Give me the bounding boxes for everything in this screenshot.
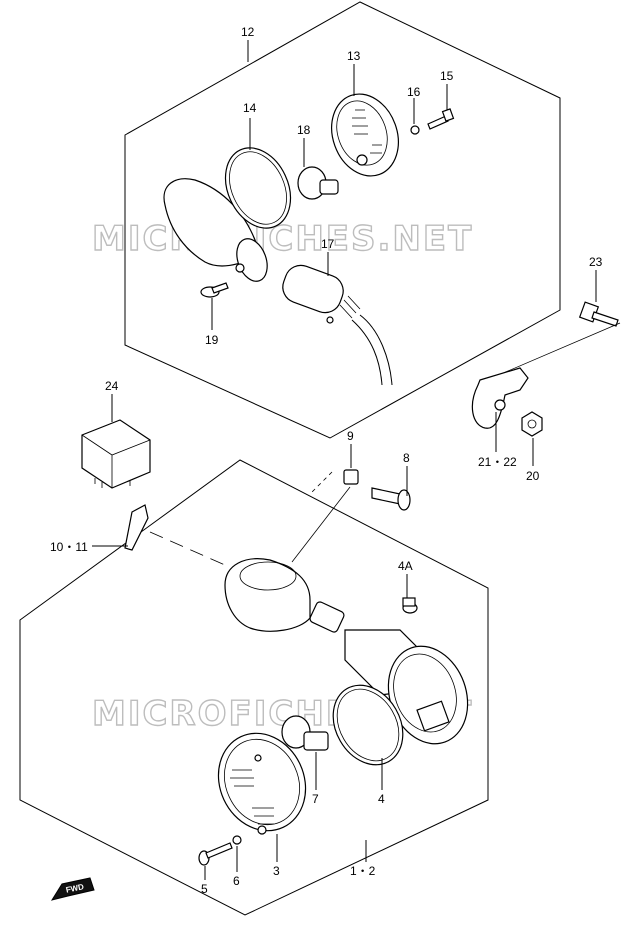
gasket-14 xyxy=(224,147,292,229)
label-17: 17 xyxy=(321,237,335,251)
label-16: 16 xyxy=(407,85,421,99)
upper-assembly-outline xyxy=(124,1,561,439)
lens-3 xyxy=(217,732,307,835)
housing-lower xyxy=(224,558,421,696)
label-4: 4 xyxy=(378,792,385,806)
label-23: 23 xyxy=(589,255,603,269)
bulb-7 xyxy=(281,715,329,751)
label-7: 7 xyxy=(312,792,319,806)
gasket-4 xyxy=(332,684,404,766)
washer-16 xyxy=(410,125,420,135)
label-6: 6 xyxy=(233,874,240,888)
housing-17 xyxy=(163,178,393,386)
label-9: 9 xyxy=(347,429,354,443)
label-24: 24 xyxy=(105,379,119,393)
watermark-top: MICROFICHES.NET xyxy=(92,219,473,259)
washer-6 xyxy=(232,835,242,845)
bulb-18 xyxy=(297,166,339,200)
label-18: 18 xyxy=(297,123,311,137)
label-3: 3 xyxy=(273,864,280,878)
label-4a: 4A xyxy=(398,559,413,573)
label-12: 12 xyxy=(241,25,255,39)
screw-15 xyxy=(427,108,455,130)
label-1-2: 1・2 xyxy=(350,864,376,878)
lower-assembly-outline xyxy=(19,459,489,916)
label-10-11: 10・11 xyxy=(50,540,88,554)
screw-5 xyxy=(198,842,233,866)
collar-9 xyxy=(343,469,359,485)
bracket-21-22 xyxy=(471,367,529,429)
label-13: 13 xyxy=(347,49,361,63)
label-20: 20 xyxy=(526,469,540,483)
screw-4a xyxy=(402,597,418,614)
fwd-arrow-icon: FWD xyxy=(50,877,95,901)
label-21-22: 21・22 xyxy=(478,455,517,469)
label-15: 15 xyxy=(440,69,454,83)
relay-24 xyxy=(81,419,151,489)
bolt-23 xyxy=(578,301,619,327)
nut-20 xyxy=(521,411,543,437)
connector-10-11 xyxy=(124,504,149,551)
bolt-8 xyxy=(371,487,411,511)
socket-rim xyxy=(387,645,469,745)
label-14: 14 xyxy=(243,101,257,115)
lens-13 xyxy=(331,93,399,177)
label-5: 5 xyxy=(201,882,208,896)
svg-text:FWD: FWD xyxy=(65,882,85,895)
label-19: 19 xyxy=(205,333,219,347)
screw-19 xyxy=(200,282,229,298)
label-8: 8 xyxy=(403,451,410,465)
